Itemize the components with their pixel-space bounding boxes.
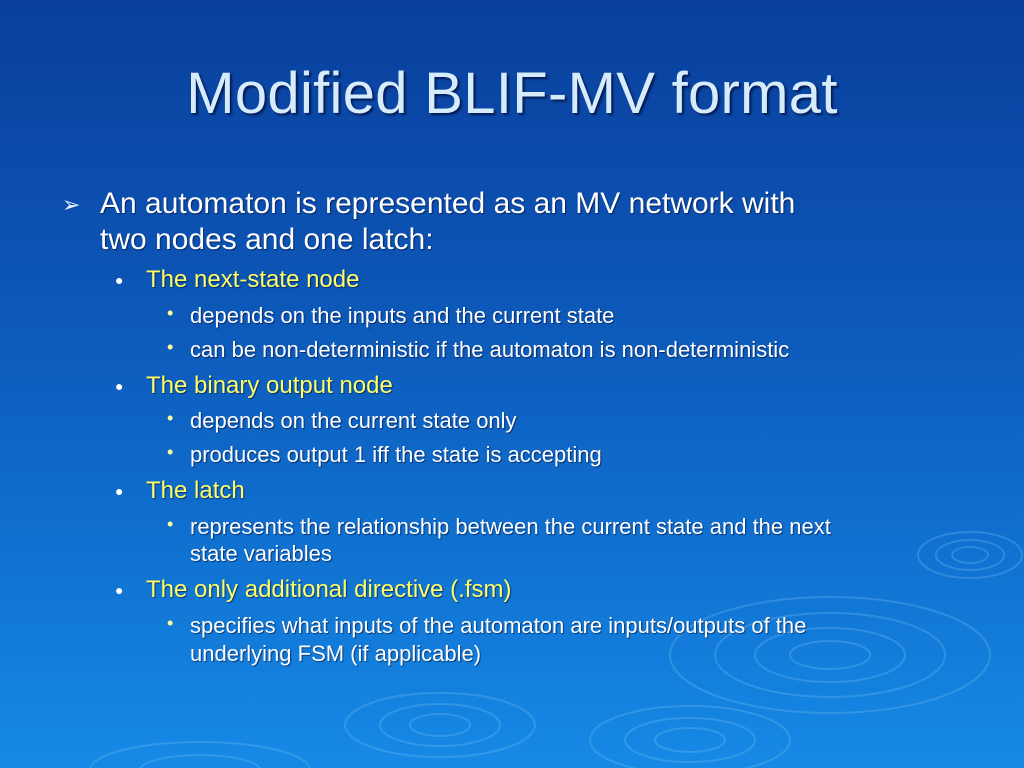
small-dot-bullet-icon: • [167, 613, 174, 633]
main-point-line: An automaton is represented as an MV net… [100, 187, 796, 220]
detail-line: state variables [190, 541, 332, 566]
slide-title: Modified BLIF-MV format [186, 61, 838, 126]
round-bullet-icon: ● [115, 483, 124, 499]
detail-line: depends on the inputs and the current st… [190, 303, 615, 328]
small-dot-bullet-icon: • [167, 303, 174, 323]
main-point-line: two nodes and one latch: [100, 223, 434, 256]
detail-line: represents the relationship between the … [190, 514, 831, 539]
detail-line: underlying FSM (if applicable) [190, 641, 482, 666]
small-dot-bullet-icon: • [167, 442, 174, 462]
small-dot-bullet-icon: • [167, 408, 174, 428]
detail-line: can be non-deterministic if the automato… [190, 337, 790, 362]
detail-line: produces output 1 iff the state is accep… [190, 442, 602, 467]
round-bullet-icon: ● [115, 582, 124, 598]
round-bullet-icon: ● [115, 378, 124, 394]
small-dot-bullet-icon: • [167, 514, 174, 534]
sub-point-label: The latch [146, 477, 245, 504]
detail-line: depends on the current state only [190, 408, 517, 433]
detail-line: specifies what inputs of the automaton a… [190, 613, 807, 638]
round-bullet-icon: ● [115, 272, 124, 288]
sub-point-label: The only additional directive (.fsm) [146, 576, 512, 603]
sub-point-label: The binary output node [146, 372, 393, 399]
arrowhead-bullet-icon: ➢ [62, 192, 81, 217]
small-dot-bullet-icon: • [167, 337, 174, 357]
sub-point-label: The next-state node [146, 266, 360, 293]
